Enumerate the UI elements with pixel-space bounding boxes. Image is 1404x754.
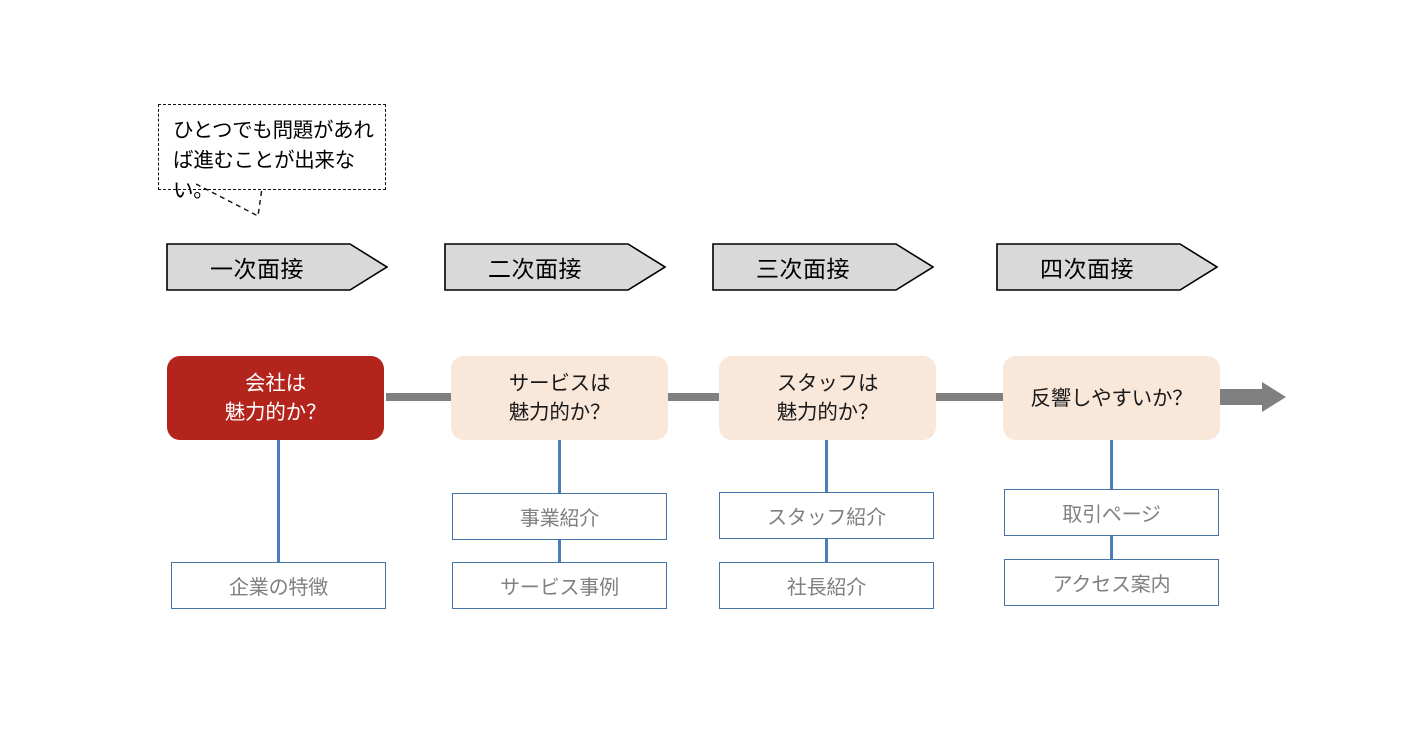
flow-connector-1	[386, 393, 454, 401]
phase-chevron-label-1: 一次面接	[210, 256, 304, 282]
phase-chevron-3: 三次面接	[712, 243, 934, 291]
phase-chevron-label-3: 三次面接	[756, 256, 850, 282]
stage-box-2[interactable]: サービスは 魅力的か？	[451, 356, 668, 440]
phase-chevron-4: 四次面接	[996, 243, 1218, 291]
callout-text: ひとつでも問題があれ ば進むことが出来ない。	[173, 119, 374, 202]
sub-connector-3-2	[825, 539, 828, 562]
sub-connector-4-1	[1110, 440, 1113, 489]
callout-box: ひとつでも問題があれ ば進むことが出来ない。	[158, 104, 386, 202]
sub-box-4-1[interactable]: 取引ページ	[1004, 489, 1219, 536]
sub-connector-3-1	[825, 440, 828, 492]
flow-arrow-icon	[1220, 382, 1286, 412]
phase-chevron-1: 一次面接	[166, 243, 388, 291]
sub-box-3-2[interactable]: 社長紹介	[719, 562, 934, 609]
phase-chevron-label-2: 二次面接	[488, 256, 582, 282]
flow-connector-3	[932, 393, 1004, 401]
phase-chevron-label-4: 四次面接	[1040, 256, 1134, 282]
sub-connector-4-2	[1110, 536, 1113, 559]
sub-connector-1-1	[277, 440, 280, 563]
sub-connector-2-1	[558, 440, 561, 493]
sub-box-2-1[interactable]: 事業紹介	[452, 493, 667, 540]
sub-box-1-1[interactable]: 企業の特徴	[171, 562, 386, 609]
stage-box-4[interactable]: 反響しやすいか？	[1003, 356, 1220, 440]
sub-box-2-2[interactable]: サービス事例	[452, 562, 667, 609]
sub-box-3-1[interactable]: スタッフ紹介	[719, 492, 934, 539]
sub-box-4-2[interactable]: アクセス案内	[1004, 559, 1219, 606]
sub-connector-2-2	[558, 540, 561, 562]
stage-box-1[interactable]: 会社は 魅力的か？	[167, 356, 384, 440]
stage-box-3[interactable]: スタッフは 魅力的か？	[719, 356, 936, 440]
flow-connector-2	[664, 393, 720, 401]
phase-chevron-2: 二次面接	[444, 243, 666, 291]
